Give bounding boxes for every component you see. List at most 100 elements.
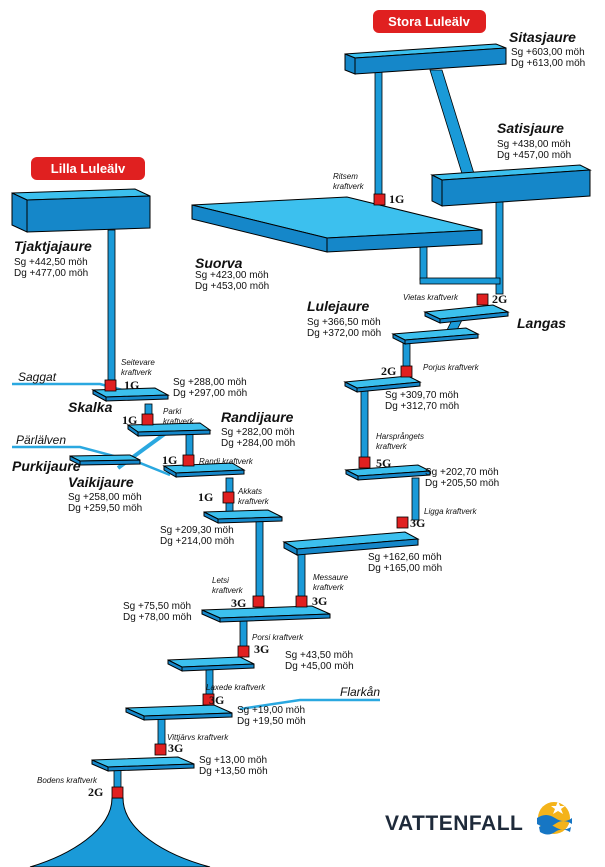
- boden-outflow: [29, 797, 211, 867]
- stora-lulealv-badge: Stora Luleälv: [373, 10, 486, 33]
- satisjaure-dg: Dg +457,00 möh: [497, 150, 571, 161]
- laxede-plant-icon: [202, 693, 215, 706]
- tjaktjajaure-dg: Dg +477,00 möh: [14, 268, 88, 279]
- messaure-plant-icon: [295, 595, 308, 608]
- suorva-name: Suorva: [195, 255, 243, 271]
- randijaure-name: Randijaure: [221, 409, 294, 425]
- sun-wave-logo-icon: [537, 801, 572, 835]
- letsi-dg: Dg +78,00 möh: [123, 612, 192, 623]
- randijaure-dg: Dg +284,00 möh: [221, 438, 295, 449]
- boden-plant-icon: [111, 786, 124, 799]
- vaikijaure-sg: Sg +258,00 möh: [68, 492, 142, 503]
- vietas-plant-icon: [476, 293, 489, 306]
- vittjarv-sg: Sg +13,00 möh: [199, 755, 267, 766]
- suorva-outlet: [419, 245, 428, 281]
- tjaktjajaure-sg: Sg +442,50 möh: [14, 257, 88, 268]
- porjus-label: Porjus kraftverk: [423, 363, 480, 372]
- vaikijaure-name: Vaikijaure: [68, 474, 134, 490]
- letsi-plate: [201, 605, 331, 623]
- harsprang-plate: [344, 464, 432, 481]
- parlalven-label: Pärlälven: [16, 433, 66, 447]
- letsi-plant-icon: [252, 595, 265, 608]
- ligga-label: Ligga kraftverk: [424, 507, 477, 516]
- randijaure-sg: Sg +282,00 möh: [221, 427, 295, 438]
- sitas-satis-channel: [429, 69, 477, 181]
- laxede-gen: 3G: [209, 693, 224, 707]
- suorva-dg: Dg +453,00 möh: [195, 281, 269, 292]
- harsprang-plant-icon: [358, 456, 371, 469]
- parki-plant-icon: [141, 413, 154, 426]
- ligga-plate: [282, 531, 420, 556]
- ritsem-label-1: Ritsem: [333, 172, 358, 181]
- laxede-dg: Dg +19,50 möh: [237, 716, 306, 727]
- vittjarv-gen: 3G: [168, 741, 183, 755]
- suorva-reservoir: [191, 196, 483, 253]
- letsi-label-2: kraftverk: [212, 586, 244, 595]
- porjus-dg: Dg +312,70 möh: [385, 401, 459, 412]
- parki-label-2: kraftverk: [163, 417, 195, 426]
- skalka-sg: Sg +288,00 möh: [173, 377, 247, 388]
- ritsem-gen: 1G: [389, 192, 404, 206]
- boden-label: Bodens kraftverk: [37, 776, 98, 785]
- randi-label: Randi kraftverk: [199, 457, 254, 466]
- porsi-dg: Dg +45,00 möh: [285, 661, 354, 672]
- akkats-sg: Sg +209,30 möh: [160, 525, 234, 536]
- satisjaure-reservoir: [430, 164, 592, 207]
- stora-lulealv-label: Stora Luleälv: [388, 14, 470, 29]
- sitas-ritsem-pipe: [374, 67, 383, 201]
- laxede-sg: Sg +19,00 möh: [237, 705, 305, 716]
- akkats-label-1: Akkats: [237, 487, 262, 496]
- vattenfall-logo-text: VATTENFALL: [385, 812, 523, 835]
- randi-gen: 1G: [162, 453, 177, 467]
- tjaktjajaure-reservoir: [11, 188, 151, 233]
- porjus-sg: Sg +309,70 möh: [385, 390, 459, 401]
- vaikijaure-dg: Dg +259,50 möh: [68, 503, 142, 514]
- sitasjaure-sg: Sg +603,00 möh: [511, 47, 585, 58]
- letsi-label-1: Letsi: [212, 576, 229, 585]
- porjus-harsprang-pipe: [360, 387, 369, 467]
- harsprang-label-2: kraftverk: [376, 442, 408, 451]
- sitasjaure-dg: Dg +613,00 möh: [511, 58, 585, 69]
- purkijaure-name: Purkijaure: [12, 458, 81, 474]
- messaure-label-1: Messaure: [313, 573, 349, 582]
- seitevare-plant-icon: [104, 379, 117, 392]
- tjaktjajaure-name: Tjaktjajaure: [14, 238, 92, 254]
- saggat-label: Saggat: [18, 370, 57, 384]
- vittjarv-plate: [91, 756, 195, 772]
- skalka-name: Skalka: [68, 399, 113, 415]
- randi-plant-icon: [182, 454, 195, 467]
- messaure-gen: 3G: [312, 594, 327, 608]
- letsi-sg: Sg +75,50 möh: [123, 601, 191, 612]
- harsprang-gen: 5G: [376, 456, 391, 470]
- messaure-pipe: [297, 547, 306, 603]
- vittjarv-label: Vittjärvs kraftverk: [167, 733, 229, 742]
- vietas-label: Vietas kraftverk: [403, 293, 459, 302]
- akkats-label-2: kraftverk: [238, 497, 270, 506]
- porjus-plate: [343, 375, 422, 393]
- langas-name: Langas: [517, 315, 566, 331]
- harsprang-label-1: Harsprångets: [376, 432, 424, 441]
- porsi-label: Porsi kraftverk: [252, 633, 304, 642]
- ritsem-label-2: kraftverk: [333, 182, 365, 191]
- seitevare-gen: 1G: [124, 378, 139, 392]
- flarkan-label: Flarkån: [340, 685, 380, 699]
- parki-gen: 1G: [122, 413, 137, 427]
- porsi-gen: 3G: [254, 642, 269, 656]
- lilla-lulealv-label: Lilla Luleälv: [51, 161, 126, 176]
- letsi-gen: 3G: [231, 596, 246, 610]
- vittjarv-dg: Dg +13,50 möh: [199, 766, 268, 777]
- skalka-dg: Dg +297,00 möh: [173, 388, 247, 399]
- vittjarv-plant-icon: [154, 743, 167, 756]
- parki-label-1: Parki: [163, 407, 181, 416]
- lulejaure-sg: Sg +366,50 möh: [307, 317, 381, 328]
- satisjaure-sg: Sg +438,00 möh: [497, 139, 571, 150]
- ligga-gen: 3G: [410, 516, 425, 530]
- purkijaure-plate: [69, 454, 141, 466]
- akkats-dg: Dg +214,00 möh: [160, 536, 234, 547]
- lilla-lulealv-badge: Lilla Luleälv: [31, 157, 145, 180]
- porsi-sg: Sg +43,50 möh: [285, 650, 353, 661]
- ligga-dg: Dg +165,00 möh: [368, 563, 442, 574]
- porsi-plant-icon: [237, 645, 250, 658]
- harsprang-ligga-pipe: [411, 477, 420, 521]
